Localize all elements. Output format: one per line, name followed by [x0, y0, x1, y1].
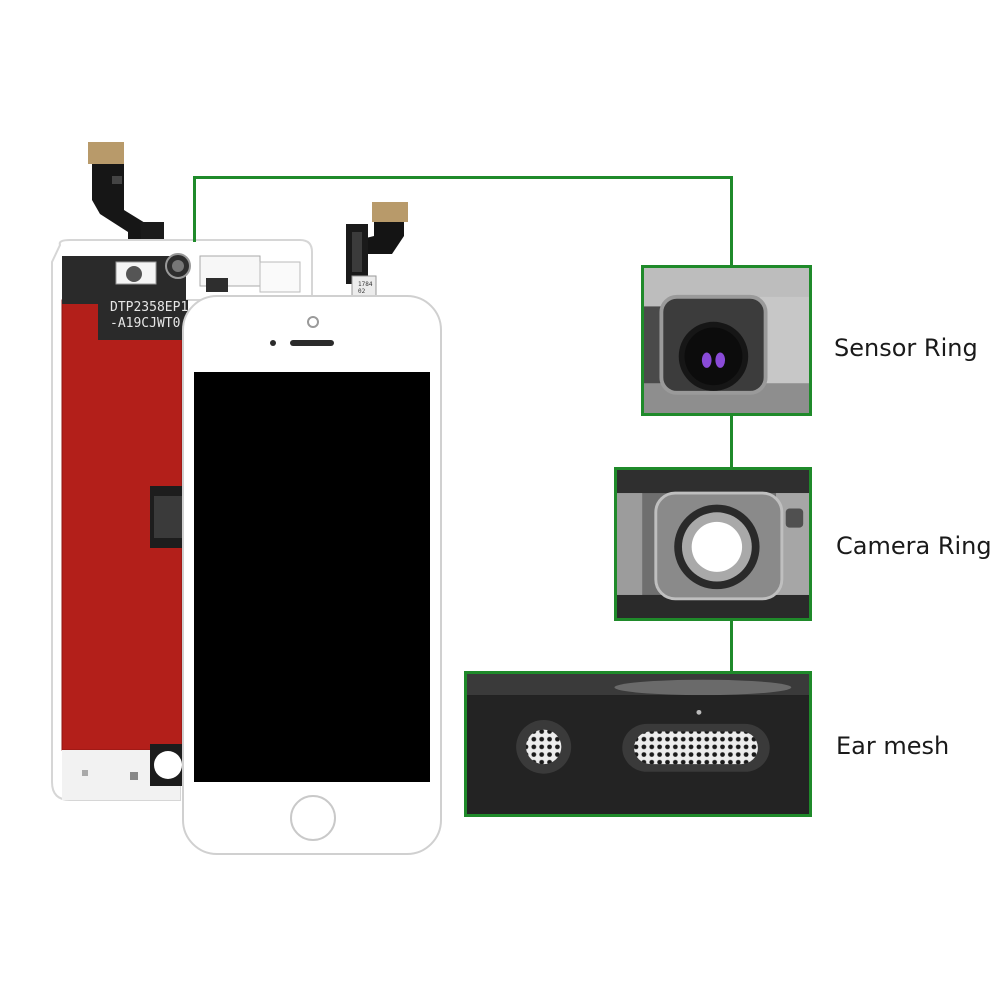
ear-mesh-detail — [464, 671, 812, 817]
right-flex-cable — [346, 202, 408, 299]
ear-mesh-label: Ear mesh — [836, 732, 950, 760]
home-button-ring — [290, 795, 336, 841]
label-line-1: DTP2358EP1 — [110, 300, 189, 315]
component-label: DTP2358EP1 -A19CJWT0 — [110, 300, 188, 332]
connector-sensor-camera — [730, 414, 733, 468]
flex-label-line-1: 1784 — [358, 281, 373, 288]
connector-top — [193, 176, 733, 179]
lcd-screen — [194, 372, 430, 782]
label-line-2: -A19CJWT0 — [110, 316, 181, 331]
camera-ring-detail — [614, 467, 812, 621]
rear-housing — [51, 239, 313, 801]
front-camera-icon — [307, 316, 319, 328]
flex-label: 1784 02 — [358, 281, 372, 295]
connector-to-sensor — [730, 176, 733, 266]
connector-camera-ear — [730, 619, 733, 673]
proximity-sensor — [270, 340, 276, 346]
left-flex-cable — [88, 142, 164, 256]
connector-vertical-left — [193, 176, 196, 242]
camera-ring-label: Camera Ring — [836, 532, 992, 560]
flex-label-line-2: 02 — [358, 288, 366, 295]
sensor-ring-label: Sensor Ring — [834, 334, 978, 362]
front-lcd-panel — [182, 295, 442, 855]
sensor-ring-detail — [641, 265, 812, 416]
earpiece-slot — [290, 340, 334, 346]
